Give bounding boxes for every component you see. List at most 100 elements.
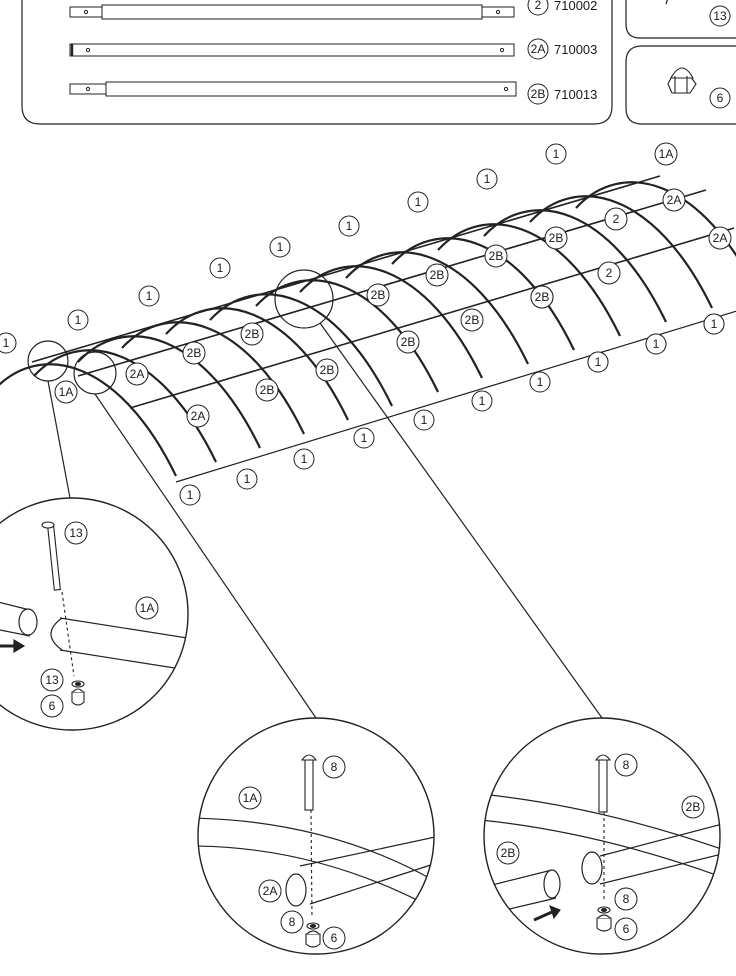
callout-label: 13 — [713, 9, 727, 23]
callout-badge: 1 — [545, 143, 567, 165]
ground-rail — [175, 310, 736, 483]
callout-label: 13 — [69, 526, 83, 540]
callout-label: 2B — [245, 327, 260, 341]
callout-label: 2A — [191, 409, 206, 423]
callout-label: 1A — [659, 147, 674, 161]
callout-label: 6 — [49, 699, 56, 713]
callout-label: 2B — [549, 231, 564, 245]
callout-label: 2A — [263, 884, 278, 898]
callout-badge: 6 — [322, 926, 346, 950]
callout-label: 8 — [331, 760, 338, 774]
callout-badge: 2B — [460, 308, 484, 332]
callout-label: 1 — [146, 289, 153, 303]
callout-badge: 6 — [614, 917, 638, 941]
callout-label: 2B — [489, 249, 504, 263]
callout-label: 2A — [667, 193, 682, 207]
callout-badge: 13 — [40, 668, 64, 692]
callout-label: 1A — [140, 601, 155, 615]
callout-badge: 1 — [209, 257, 231, 279]
callout-label: 13 — [45, 673, 59, 687]
callout-label: 2 — [606, 266, 613, 280]
callout-badge: 1 — [703, 313, 725, 335]
callout-label: 2A — [531, 42, 546, 56]
callout-badge: 2B — [496, 841, 520, 865]
hardware-panel-top — [625, 0, 736, 39]
cap-nut-icon — [667, 67, 697, 94]
callout-label: 2B — [371, 288, 386, 302]
callout-badge: 1 — [645, 333, 667, 355]
part-2b-tube — [69, 81, 517, 97]
detail-left: 13 1A 13 6 — [0, 497, 189, 731]
arch-tube — [483, 209, 667, 323]
callout-label: 2B — [465, 313, 480, 327]
callout-badge: 1 — [67, 309, 89, 331]
callout-badge: 2A — [708, 226, 732, 250]
callout-badge: 2B — [366, 283, 390, 307]
callout-badge: 1 — [471, 390, 493, 412]
callout-label: 1 — [244, 472, 251, 486]
callout-label: 2B — [187, 346, 202, 360]
callout-badge: 2B — [425, 263, 449, 287]
callout-badge: 2B — [527, 83, 549, 105]
callout-label: 1 — [537, 375, 544, 389]
callout-label: 2B — [401, 335, 416, 349]
callout-label: 8 — [623, 892, 630, 906]
detail-leaders — [27, 269, 603, 719]
callout-badge: 1 — [179, 484, 201, 506]
arch-tube — [391, 237, 575, 351]
callout-badge: 2 — [597, 261, 621, 285]
callout-label: 1 — [217, 261, 224, 275]
callout-badge: 8 — [280, 910, 304, 934]
callout-label: 6 — [623, 922, 630, 936]
callout-badge: 1 — [353, 427, 375, 449]
callout-label: 2B — [686, 800, 701, 814]
hardware-panel-bottom — [625, 45, 736, 125]
callout-badge: 1 — [413, 409, 435, 431]
callout-label: 1 — [3, 336, 10, 350]
callout-badge: 1 — [293, 448, 315, 470]
callout-badge: 2B — [240, 322, 264, 346]
callout-label: 1 — [711, 317, 718, 331]
part-code: 710003 — [554, 42, 597, 57]
callout-label: 8 — [623, 758, 630, 772]
arch-tube — [529, 195, 713, 309]
callout-label: 1 — [421, 413, 428, 427]
callout-badge: 2B — [544, 226, 568, 250]
callout-label: 1 — [553, 147, 560, 161]
callout-badge: 2A — [125, 362, 149, 386]
callout-badge: 2A — [662, 188, 686, 212]
main-callouts: 1111111111111A2A2A222B2B2B2B2B2B2B2B2B2B… — [0, 142, 732, 506]
callout-label: 1 — [595, 355, 602, 369]
callout-badge: 1 — [138, 285, 160, 307]
callout-badge: 2A — [258, 879, 282, 903]
callout-label: 6 — [717, 91, 724, 105]
callout-label: 2A — [713, 231, 728, 245]
callout-badge: 1A — [54, 380, 78, 404]
detail-middle: 8 1A 2A 8 6 — [197, 717, 435, 955]
callout-badge: 1 — [236, 468, 258, 490]
callout-label: 1A — [243, 791, 258, 805]
callout-badge: 1 — [338, 215, 360, 237]
callout-label: 1 — [484, 172, 491, 186]
callout-badge: 2B — [182, 341, 206, 365]
part-2-tube — [69, 4, 515, 20]
arch-tube — [437, 223, 621, 337]
callout-badge: 1A — [238, 786, 262, 810]
purlins — [31, 175, 735, 409]
callout-badge: 1A — [135, 596, 159, 620]
callout-badge: 2 — [527, 0, 549, 16]
callout-label: 1 — [479, 394, 486, 408]
callout-badge: 6 — [40, 694, 64, 718]
callout-label: 1 — [75, 313, 82, 327]
callout-badge: 1 — [407, 191, 429, 213]
callout-label: 8 — [289, 915, 296, 929]
callout-badge: 1 — [269, 236, 291, 258]
callout-label: 1 — [277, 240, 284, 254]
callout-label: 2B — [501, 846, 516, 860]
callout-label: 1 — [361, 431, 368, 445]
callout-badge: 6 — [709, 87, 731, 109]
callout-label: 1 — [346, 219, 353, 233]
callout-label: 2 — [613, 212, 620, 226]
